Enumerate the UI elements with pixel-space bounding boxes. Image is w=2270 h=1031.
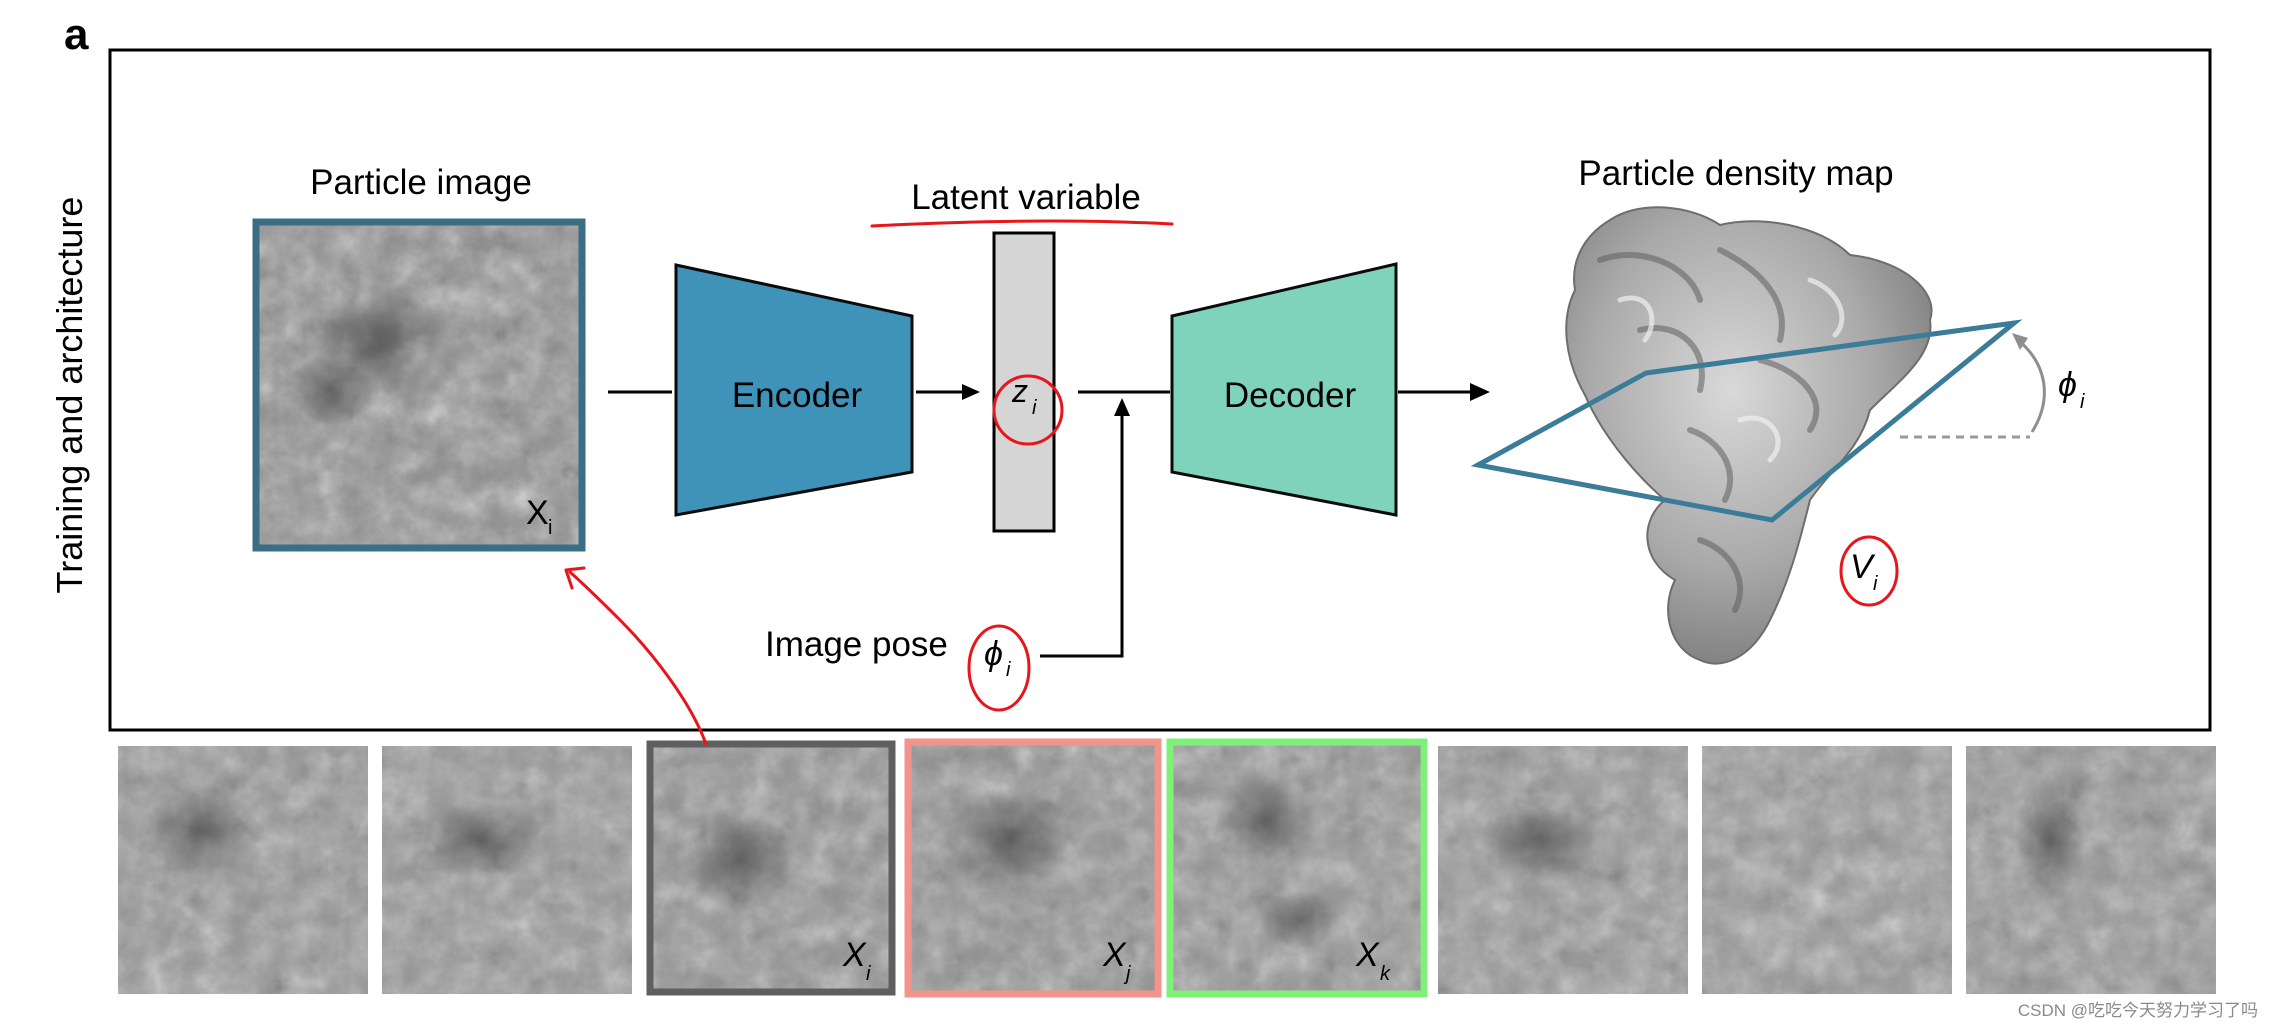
latent-bar	[992, 231, 1056, 533]
red-annotations	[564, 219, 1899, 746]
strip-image-xk	[1166, 738, 1428, 998]
decoder-block	[1170, 262, 1398, 517]
angle-arc-head	[2012, 333, 2028, 350]
underline-latent	[870, 219, 1174, 228]
decoder-label: Decoder	[1224, 376, 1357, 415]
circle-density	[1839, 535, 1899, 607]
strip-image	[118, 746, 368, 994]
encoder-block	[674, 263, 914, 517]
pose-sub: i	[1006, 659, 1011, 681]
strip-image	[1702, 746, 1952, 994]
particle-image-label: X	[526, 494, 549, 532]
arrow-head-1	[962, 384, 980, 400]
circle-pose	[967, 624, 1031, 712]
pose-symbol: ϕ	[984, 635, 1003, 673]
particle-image-title: Particle image	[310, 163, 532, 202]
annotation-arrow-line	[568, 570, 708, 746]
strip-image-xi	[646, 740, 896, 996]
pose-arrow-head	[1114, 398, 1130, 416]
density-map	[1565, 206, 1933, 665]
latent-sub: i	[1032, 397, 1037, 419]
angle-sub: i	[2080, 391, 2085, 413]
watermark: CSDN @吃吃今天努力学习了吗	[2017, 1001, 2258, 1020]
strip-sub-xj: j	[1123, 963, 1131, 985]
pose-line	[1040, 410, 1124, 658]
panel-letter: a	[64, 10, 89, 59]
strip-image	[1966, 746, 2216, 994]
particle-image	[252, 218, 586, 552]
particle-strip	[118, 738, 2216, 998]
pose-label: Image pose	[765, 625, 948, 664]
density-title: Particle density map	[1578, 154, 1893, 193]
strip-label-xj: X	[1102, 936, 1127, 974]
annotation-arrow-head	[564, 566, 586, 590]
density-sub: i	[1873, 573, 1878, 595]
strip-sub-xi: i	[866, 963, 871, 985]
strip-image-xj	[904, 738, 1162, 998]
strip-sub-xk: k	[1380, 963, 1391, 985]
arrow-head-2	[1470, 383, 1490, 401]
strip-label-xk: X	[1355, 936, 1380, 974]
angle-arc	[2017, 338, 2046, 433]
circle-latent	[992, 374, 1064, 446]
density-symbol: V	[1850, 548, 1876, 586]
encoder-label: Encoder	[732, 376, 863, 415]
projection-plane	[1470, 319, 2023, 523]
strip-label-xi: X	[842, 936, 867, 974]
latent-symbol: z	[1011, 373, 1028, 409]
strip-image	[382, 746, 632, 994]
latent-title: Latent variable	[911, 178, 1141, 217]
particle-image-sub: i	[548, 517, 552, 539]
angle-symbol: ϕ	[2058, 366, 2077, 404]
strip-image	[1438, 746, 1688, 994]
